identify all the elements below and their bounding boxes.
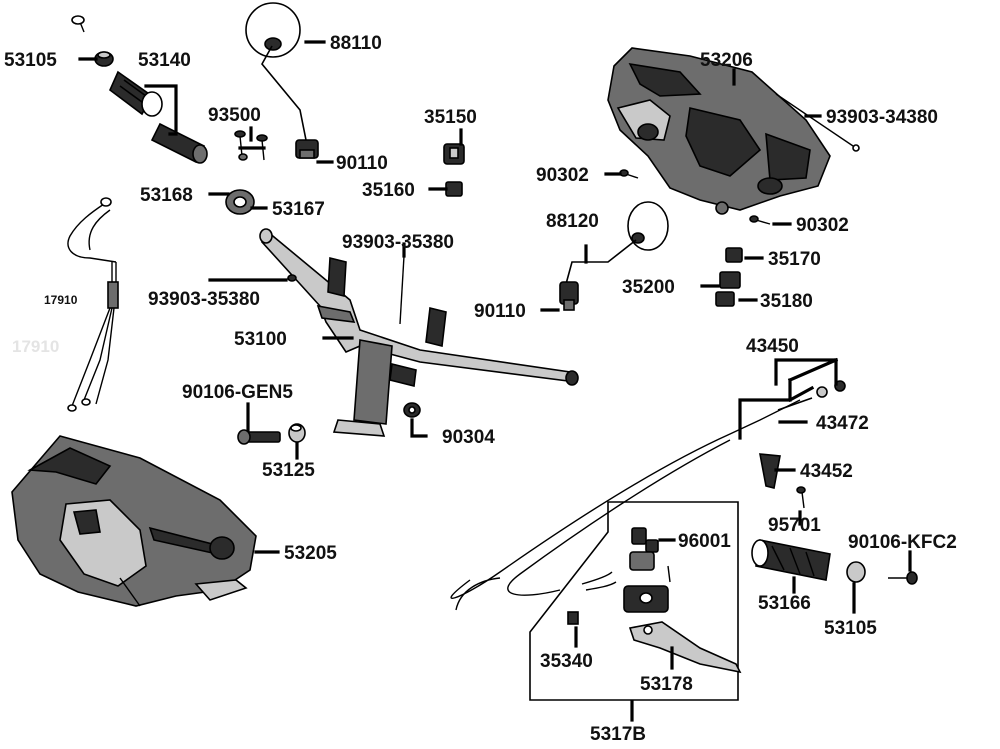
- label-90106-kfc2: 90106-KFC2: [848, 532, 957, 553]
- label-53166: 53166: [758, 593, 811, 614]
- collar-53125: [288, 423, 306, 443]
- label-17910-ghost: 17910: [12, 337, 59, 356]
- label-90304: 90304: [442, 427, 495, 448]
- label-53178: 53178: [640, 674, 693, 695]
- label-5317b: 5317B: [590, 724, 646, 745]
- switch-35180: [715, 291, 735, 307]
- screw-90302-left: [619, 169, 639, 179]
- handlebar-53100: [259, 228, 579, 437]
- label-35180: 35180: [760, 291, 813, 312]
- switch-35160: [445, 181, 463, 197]
- brake-cable-43450: [450, 380, 846, 611]
- label-53105-bottom: 53105: [824, 618, 877, 639]
- switch-35170: [725, 247, 743, 263]
- mirror-adapter-90110-mid: [559, 281, 579, 311]
- label-93903-34380: 93903-34380: [826, 107, 938, 128]
- label-53100: 53100: [234, 329, 287, 350]
- wire-93903-34380: [775, 93, 860, 152]
- label-53105-top: 53105: [4, 50, 57, 71]
- rear-handle-cover-53206: [607, 47, 831, 215]
- label-43450: 43450: [746, 336, 799, 357]
- leader-lines: [78, 40, 912, 722]
- bolts-93500: [234, 130, 268, 161]
- label-43452: 43452: [800, 461, 853, 482]
- label-96001: 96001: [678, 531, 731, 552]
- label-90110-mid: 90110: [474, 301, 526, 322]
- label-35170: 35170: [768, 249, 821, 270]
- label-90302-left: 90302: [536, 165, 589, 186]
- right-grip-53166: [751, 539, 831, 581]
- bolt-90106-kfc2: [888, 571, 918, 585]
- label-17910: 17910: [44, 293, 78, 307]
- left-mirror-88110: [245, 2, 307, 141]
- brake-lever-53178: [628, 621, 742, 674]
- label-53125: 53125: [262, 460, 315, 481]
- nut-90304: [403, 402, 421, 418]
- left-grip-53140: [109, 70, 163, 117]
- label-43472: 43472: [816, 413, 869, 434]
- label-90110-top: 90110: [336, 153, 388, 174]
- label-35150: 35150: [424, 107, 477, 128]
- screw-90302-right: [749, 215, 771, 225]
- front-handle-cover-53205: [11, 435, 257, 607]
- label-53205: 53205: [284, 543, 337, 564]
- label-53140: 53140: [138, 50, 191, 71]
- grip-end-cap-53105: [94, 51, 114, 67]
- wire-93903-35380-top: [399, 255, 405, 325]
- throttle-cable-17910: [67, 197, 119, 412]
- label-93903-35380-left: 93903-35380: [148, 289, 260, 310]
- label-35160: 35160: [362, 180, 415, 201]
- label-53167: 53167: [272, 199, 325, 220]
- label-88110: 88110: [330, 33, 382, 54]
- label-53206: 53206: [700, 50, 753, 71]
- label-35200: 35200: [622, 277, 675, 298]
- bracket-43452: [759, 453, 781, 489]
- label-93500: 93500: [208, 105, 261, 126]
- left-throttle-tube: [150, 122, 208, 164]
- throttle-pulley-53168-53167: [225, 189, 255, 215]
- label-90302-right: 90302: [796, 215, 849, 236]
- screw-95701: [796, 486, 806, 509]
- label-53168: 53168: [140, 185, 193, 206]
- bolt-90106-gen5: [237, 429, 281, 445]
- label-90106-gen5: 90106-GEN5: [182, 382, 293, 403]
- right-mirror-88120: [565, 201, 669, 285]
- lever-bracket-parts: [623, 527, 671, 613]
- brake-lever-assembly-box-5317b: [529, 501, 739, 701]
- label-35340: 35340: [540, 651, 593, 672]
- brake-switch-35340: [567, 571, 617, 625]
- screw-53105-top: [71, 15, 85, 33]
- label-95701: 95701: [768, 515, 821, 536]
- switch-35200: [719, 271, 741, 289]
- label-88120: 88120: [546, 211, 599, 232]
- switch-35150: [443, 143, 465, 165]
- screw-93903-35380-left: [287, 274, 297, 282]
- label-93903-35380-top: 93903-35380: [342, 232, 454, 253]
- grip-end-cap-53105-bottom: [846, 561, 866, 583]
- mirror-adapter-90110-top: [295, 139, 319, 159]
